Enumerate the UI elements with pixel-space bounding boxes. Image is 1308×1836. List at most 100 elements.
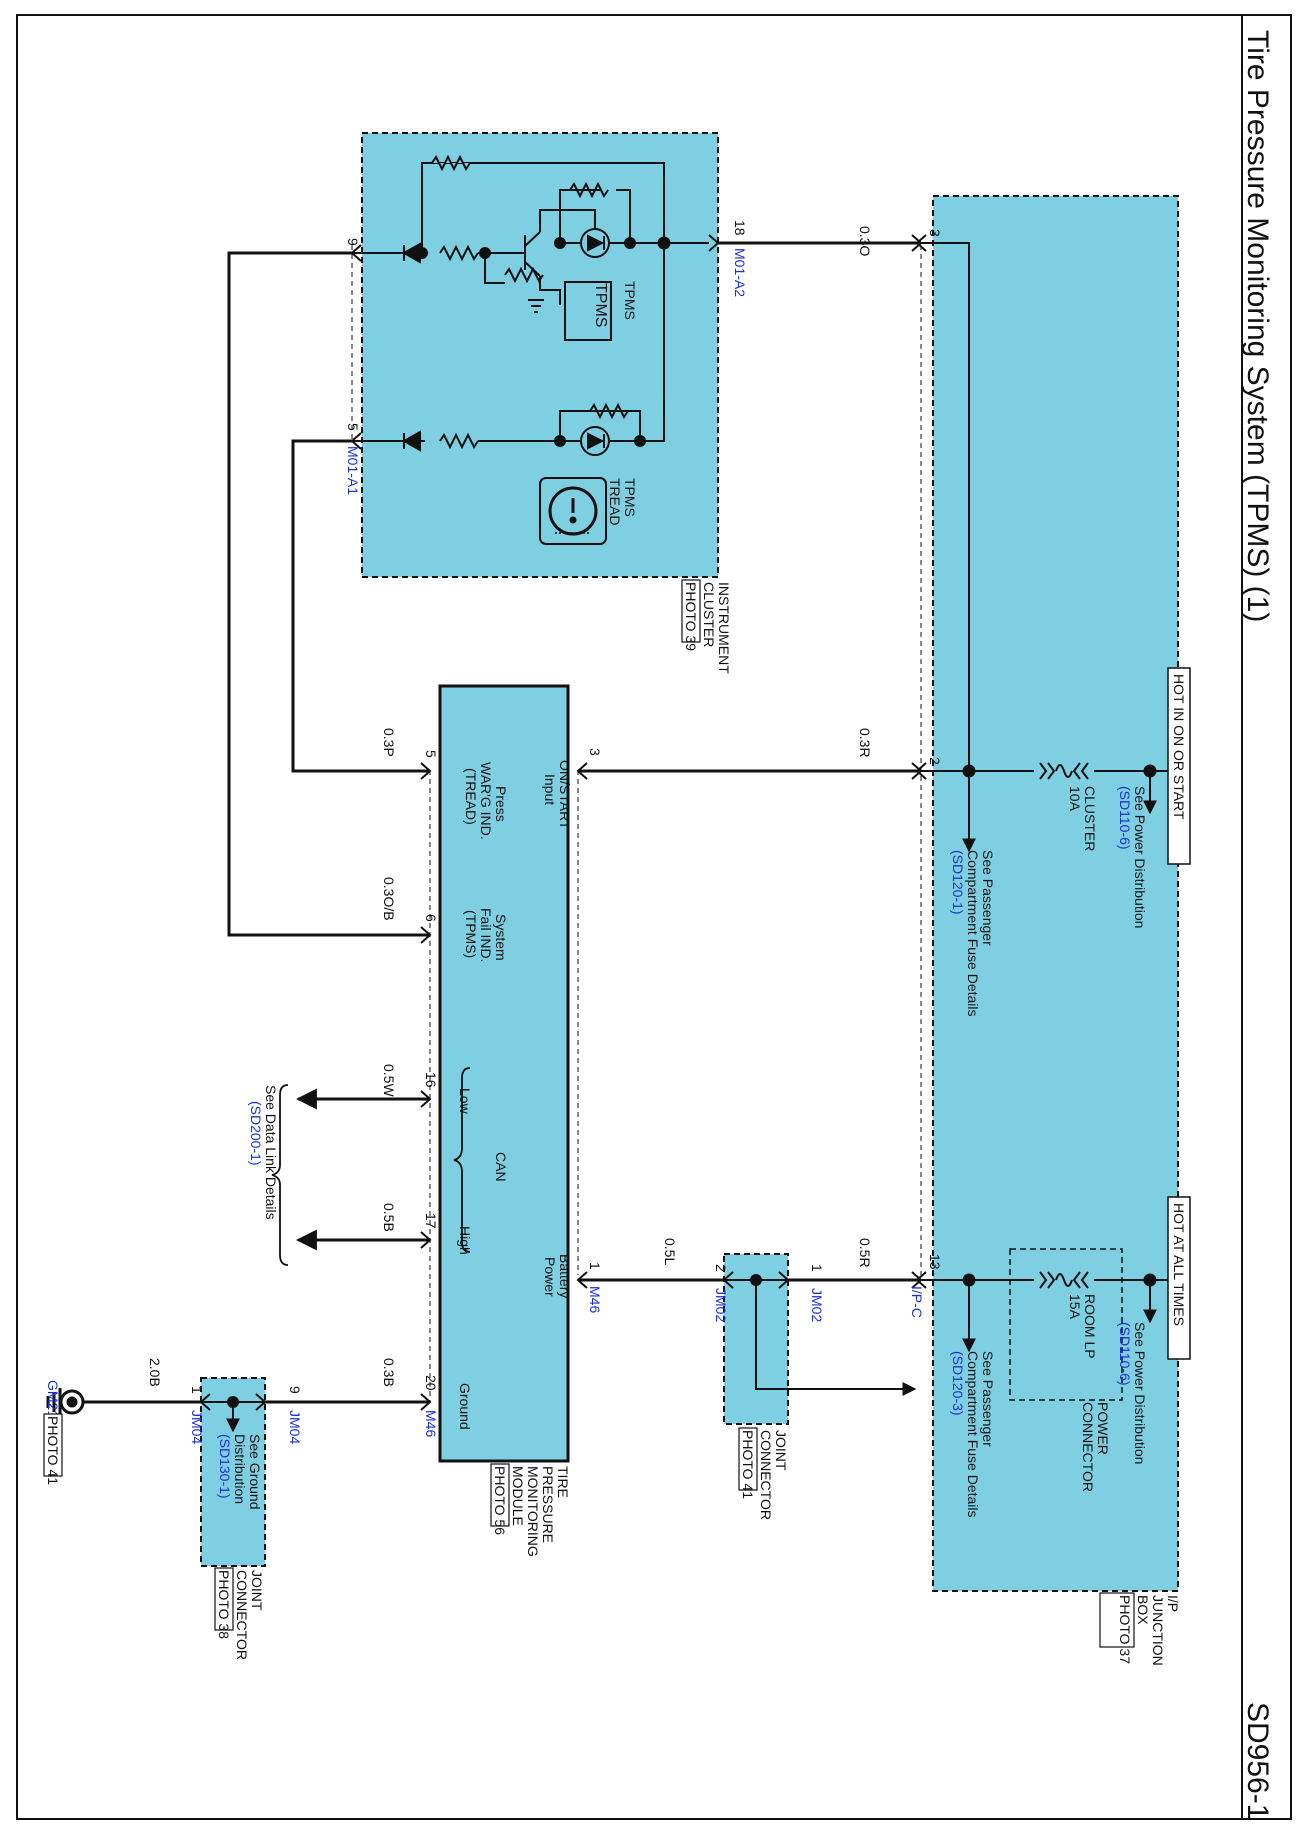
module-name-1: TIRE — [555, 1466, 571, 1498]
see-ground-line-1: See Ground — [247, 1434, 263, 1510]
wire-label-03R: 0.3R — [857, 728, 873, 758]
see-pass-fuse-2-line-2: Compartment Fuse Details — [965, 1351, 981, 1518]
module-sysfail-line-3: (TPMS) — [463, 910, 479, 958]
junction-internal — [921, 242, 1178, 1353]
tpms-tread-line-2: TREAD — [607, 478, 623, 525]
ip-junction-box — [932, 195, 1179, 1592]
see-ground-ref: (SD130-1) — [217, 1434, 233, 1499]
junction-pin-2: 2 — [927, 757, 943, 765]
tpms-module-box — [438, 684, 570, 1463]
power-connector-line-1: POWER — [1095, 1402, 1111, 1455]
jm04-photo: PHOTO 38 — [216, 1570, 232, 1639]
module-can-high: High — [457, 1226, 473, 1255]
module-pin-17: 17 — [423, 1213, 439, 1229]
ground-photo: PHOTO 41 — [45, 1416, 61, 1485]
wire-cluster-pin9-module — [227, 251, 430, 937]
module-ground-label: Ground — [457, 1383, 473, 1430]
see-power-dist-2-ref: (SD110-6) — [1117, 1322, 1133, 1386]
cluster-name-2: CLUSTER — [701, 582, 717, 647]
module-pin-3: 3 — [587, 748, 603, 756]
module-sysfail-line-2: Fail IND. — [478, 908, 494, 962]
module-press-line-3: (TREAD) — [463, 768, 479, 825]
connector-m01-a1: M01-A1 — [345, 446, 361, 495]
module-pin-16: 16 — [423, 1072, 439, 1088]
see-power-dist-1-ref: (SD110-6) — [1117, 786, 1133, 850]
cluster-name-1: INSTRUMENT — [716, 582, 732, 674]
wire-label-05R: 0.5R — [857, 1238, 873, 1268]
data-link-text: See Data Link Details — [263, 1085, 279, 1220]
jm02-internal — [724, 1274, 917, 1396]
junction-box-name-3: BOX — [1135, 1595, 1151, 1625]
wires — [90, 241, 921, 1404]
cluster-pin-9: 9 — [345, 238, 361, 246]
module-photo: PHOTO 56 — [492, 1466, 508, 1535]
wire-label-05L: 0.5L — [662, 1238, 678, 1265]
junction-box-name-1: I/P — [1165, 1595, 1181, 1612]
wire-label-05B: 0.5B — [381, 1203, 397, 1232]
fuse-cluster-name: CLUSTER — [1082, 786, 1098, 851]
jm02-pin-2: 2 — [713, 1264, 729, 1272]
power-connector-box — [1009, 1248, 1123, 1401]
wire-cluster-pin5-module — [291, 439, 430, 773]
jm04-name-2: CONNECTOR — [234, 1570, 250, 1660]
see-pass-fuse-1-ref: (SD120-1) — [950, 850, 966, 915]
jm02-connector-left: JM02 — [713, 1288, 729, 1322]
tpms-indicator-label: TPMS — [622, 281, 638, 320]
see-pass-fuse-1-line-2: Compartment Fuse Details — [965, 850, 981, 1017]
jm04-pin-1: 1 — [189, 1386, 205, 1394]
module-pin-20: 20 — [423, 1375, 439, 1391]
module-press-line-1: Press — [493, 786, 509, 822]
tpms-tread-line-1: TPMS — [622, 478, 638, 517]
module-can-low: Low — [457, 1088, 473, 1115]
wire-label-20B: 2.0B — [147, 1358, 163, 1387]
module-press-line-2: WAR'G IND. — [478, 762, 494, 840]
title-strip — [1241, 14, 1292, 1820]
ground-name: GM21 — [45, 1380, 61, 1418]
module-pin-6: 6 — [423, 914, 439, 922]
junction-box-photo: PHOTO 37 — [1117, 1595, 1133, 1664]
see-ground-line-2: Distribution — [232, 1434, 248, 1504]
cluster-internal-circuit — [352, 154, 709, 545]
tpms-indicator-box-text: TPMS — [592, 283, 609, 327]
cluster-photo: PHOTO 39 — [683, 582, 699, 651]
fuse-room-name: ROOM LP — [1082, 1294, 1098, 1359]
see-power-dist-2-text: See Power Distribution — [1132, 1322, 1148, 1464]
module-name-4: MODULE — [510, 1466, 526, 1526]
module-name-3: MONITORING — [525, 1466, 541, 1557]
jm04-internal — [201, 1396, 265, 1433]
ground-gm21-icon — [46, 1388, 90, 1416]
module-on-start-line-2: Input — [542, 774, 558, 805]
junction-box-name-2: JUNCTION — [1150, 1595, 1166, 1666]
wire-label-03O: 0.3O — [857, 226, 873, 256]
see-pass-fuse-2-ref: (SD120-3) — [950, 1351, 966, 1416]
module-sysfail-line-1: System — [493, 914, 509, 961]
jm02-name-1: JOINT — [773, 1430, 789, 1471]
jm02-pin-1: 1 — [809, 1264, 825, 1272]
jm02-name-2: CONNECTOR — [758, 1430, 774, 1520]
connector-m01-a2: M01-A2 — [732, 248, 748, 297]
wire-label-03P: 0.3P — [381, 728, 397, 757]
jm04-name-1: JOINT — [249, 1570, 265, 1611]
fuse-cluster-rating: 10A — [1067, 786, 1083, 812]
jm04-pin-9: 9 — [287, 1386, 303, 1394]
cluster-pin-5: 5 — [345, 423, 361, 431]
jm04-connector-left: JM04 — [189, 1410, 205, 1444]
wire-label-05W: 0.5W — [381, 1064, 397, 1097]
can-brace — [453, 1067, 471, 1253]
data-link-ref: (SD200-1) — [248, 1101, 264, 1166]
fuse-cluster-icon — [1034, 760, 1094, 782]
module-can-label: CAN — [493, 1152, 509, 1182]
see-pass-fuse-1-line-1: See Passenger — [980, 850, 996, 946]
wire-label-03OB: 0.3O/B — [381, 877, 397, 921]
module-pin-5: 5 — [423, 750, 439, 758]
module-pin-1: 1 — [587, 1262, 603, 1270]
module-on-start-line-1: ON/START — [557, 760, 573, 830]
fuse-room-icon — [1034, 1269, 1094, 1291]
power-connector-line-2: CONNECTOR — [1080, 1402, 1096, 1492]
junction-pin-3: 3 — [927, 229, 943, 237]
junction-pin-13: 13 — [927, 1254, 943, 1270]
hot-in-on-start-label: HOT IN ON OR START — [1171, 674, 1187, 820]
connector-ipc-label: I/P-C — [909, 1286, 925, 1318]
